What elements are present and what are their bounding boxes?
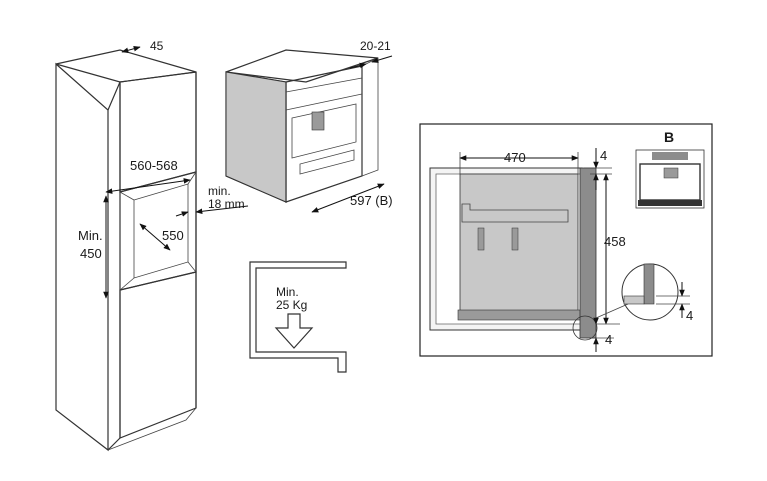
panel-thickness-label: 20-21 <box>360 39 391 53</box>
appliance-width-dimension: 597 (B) <box>311 183 393 213</box>
side-gap-label: 4 <box>686 308 693 323</box>
tall-cabinet <box>55 49 197 452</box>
opening-width-label: 560-568 <box>130 158 178 173</box>
gap-label-1: min. <box>208 184 231 198</box>
gap-dimension: min. 18 mm <box>175 184 249 217</box>
zoom-detail: 4 <box>595 263 693 323</box>
load-label-1: Min. <box>276 285 299 299</box>
inner-depth-label: 550 <box>162 228 184 243</box>
bottom-gap-label: 4 <box>605 332 612 347</box>
inset-label: B <box>664 129 674 145</box>
inner-depth-dimension: 550 <box>139 223 184 251</box>
opening-width-arrow <box>105 178 191 194</box>
depth-label: 45 <box>150 39 164 53</box>
opening-height-dimension: Min. 450 <box>78 195 109 299</box>
detail-height-label: 458 <box>604 234 626 249</box>
depth-dimension: 45 <box>121 39 164 54</box>
shelf-load: Min. 25 Kg <box>249 261 347 373</box>
appliance <box>225 49 379 203</box>
bottom-gap-dimension: 4 <box>586 317 614 352</box>
detail-width-label: 470 <box>504 150 526 165</box>
opening-height-label-1: Min. <box>78 228 103 243</box>
opening-height-label-2: 450 <box>80 246 102 261</box>
appliance-width-label: 597 (B) <box>350 193 393 208</box>
panel-thickness-dimension: 20-21 <box>349 39 393 69</box>
inset-b: B <box>635 129 705 209</box>
top-gap-label: 4 <box>600 148 607 163</box>
detail-height-dimension: 458 <box>596 173 626 325</box>
detail-width-dimension: 470 <box>459 150 579 174</box>
gap-label-2: 18 mm <box>208 197 245 211</box>
load-label-2: 25 Kg <box>276 298 307 312</box>
